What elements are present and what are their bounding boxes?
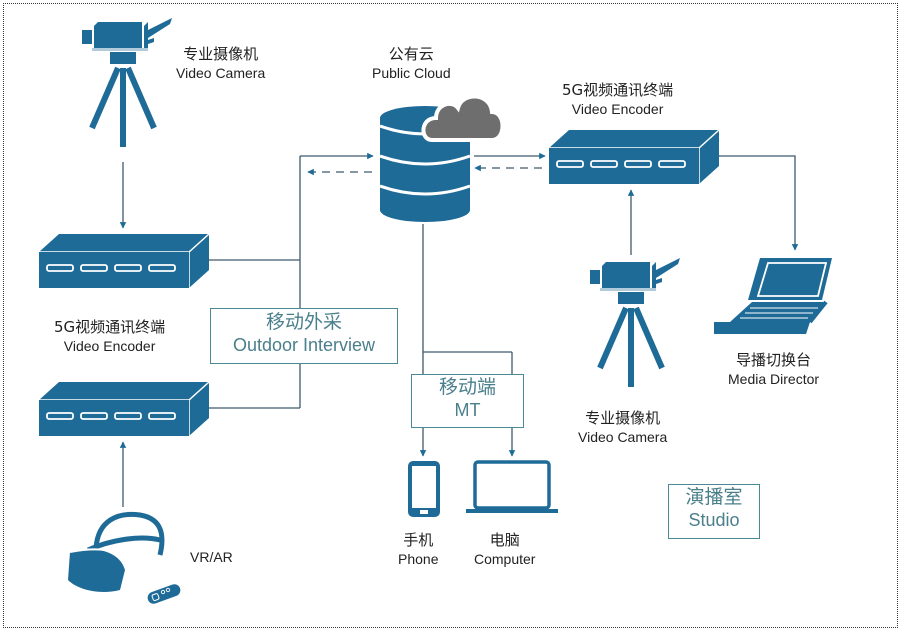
label-en: Public Cloud <box>372 65 451 82</box>
label-media-director: 导播切换台 Media Director <box>728 350 819 389</box>
video-camera-tripod-icon <box>82 18 172 147</box>
video-camera-tripod-icon <box>590 258 680 387</box>
group-label-en: MT <box>454 399 481 420</box>
label-public-cloud: 公有云 Public Cloud <box>372 44 451 83</box>
group-label-en: Outdoor Interview <box>232 334 376 355</box>
label-phone: 手机 Phone <box>398 530 438 569</box>
edge-encoder-to-director <box>719 155 799 251</box>
label-vr-ar: VR/AR <box>190 548 233 567</box>
encoder-device-icon <box>38 233 210 289</box>
encoder-device-icon <box>548 129 720 185</box>
group-box-mt: 移动端 MT <box>411 374 524 428</box>
vr-headset-icon <box>68 511 181 604</box>
encoder-device-icon <box>38 381 210 437</box>
label-zh: 专业摄像机 <box>585 409 661 427</box>
label-en: Media Director <box>728 371 820 388</box>
label-en: Computer <box>474 551 536 568</box>
group-label-zh: 移动外采 <box>265 311 342 333</box>
label-en: VR/AR <box>190 549 233 565</box>
label-en: Phone <box>398 551 439 568</box>
group-label-zh: 演播室 <box>685 486 743 508</box>
label-en: Video Encoder <box>63 338 156 355</box>
label-zh: 5G视频通讯终端 <box>54 318 166 336</box>
label-camera-top-left: 专业摄像机 Video Camera <box>176 44 265 83</box>
label-zh: 电脑 <box>489 531 520 549</box>
label-encoder-right: 5G视频通讯终端 Video Encoder <box>562 80 673 119</box>
database-cloud-icon <box>379 94 505 222</box>
label-zh: 专业摄像机 <box>183 45 259 63</box>
label-en: Video Camera <box>578 429 668 446</box>
laptop-icon <box>714 258 832 334</box>
label-camera-studio: 专业摄像机 Video Camera <box>578 408 667 447</box>
smartphone-icon <box>408 461 440 517</box>
label-zh: 公有云 <box>388 45 434 63</box>
group-label-en: Studio <box>688 509 740 530</box>
label-en: Video Camera <box>176 65 266 82</box>
group-box-outdoor-interview: 移动外采 Outdoor Interview <box>210 308 398 364</box>
group-box-studio: 演播室 Studio <box>668 484 760 539</box>
label-zh: 导播切换台 <box>736 351 812 369</box>
label-encoder-left-top: 5G视频通讯终端 Video Encoder <box>54 317 165 356</box>
label-zh: 手机 <box>403 531 434 549</box>
label-en: Video Encoder <box>571 101 664 118</box>
diagram-frame <box>3 3 898 628</box>
computer-icon <box>466 460 558 513</box>
group-label-zh: 移动端 <box>438 376 496 398</box>
label-zh: 5G视频通讯终端 <box>562 81 674 99</box>
label-computer: 电脑 Computer <box>474 530 535 569</box>
